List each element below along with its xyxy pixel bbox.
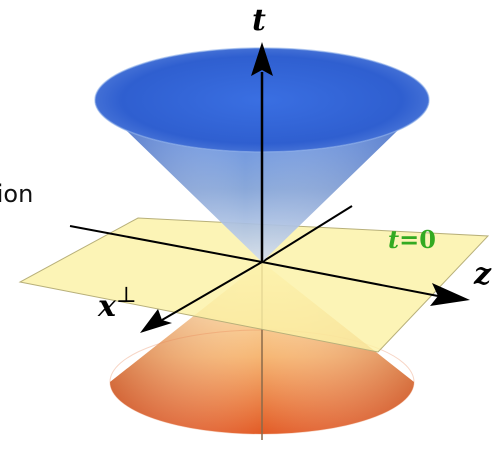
x-perp-axis-label: x⊥ [97, 283, 137, 324]
plane-equation-zero: 0 [419, 225, 436, 254]
plane-equation-equals: = [399, 225, 419, 254]
z-axis-arrowhead [430, 283, 470, 306]
plane-equation-label: t=0 [388, 225, 436, 254]
plane-name-line1: zation [0, 182, 100, 206]
x-perp-axis-arrowhead [140, 309, 172, 333]
plane-equation-t: t [388, 225, 399, 254]
t0-plane [18, 217, 490, 353]
z-axis-label: z [473, 257, 492, 292]
plane-axes [69, 205, 439, 321]
plane-name-line1-text: zation [0, 182, 34, 206]
t-axis-label: t [252, 3, 266, 38]
x-perp-base: x [97, 289, 117, 324]
plane-name-line2: ce [0, 214, 44, 238]
t-axis-arrowhead [251, 42, 273, 76]
x-perp-superscript: ⊥ [116, 283, 137, 308]
